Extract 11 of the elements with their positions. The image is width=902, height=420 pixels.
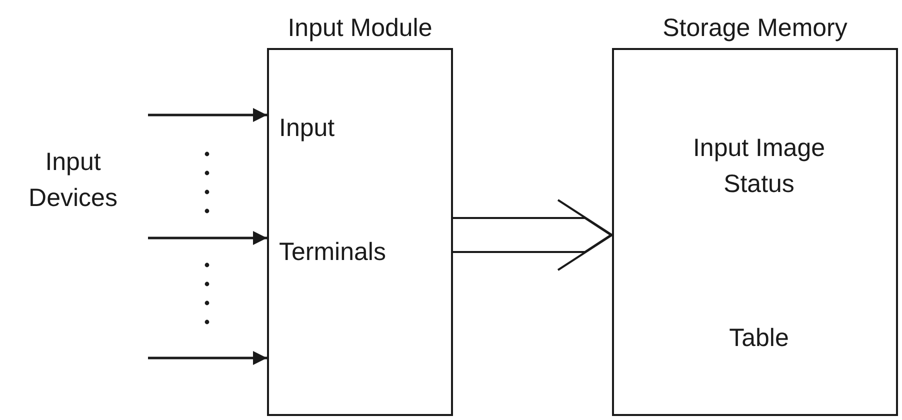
box-heading: Storage Memory <box>662 14 848 43</box>
box-text: Input <box>279 113 336 144</box>
arrow <box>148 351 267 365</box>
double-arrow <box>452 199 613 271</box>
device-label: Input Devices <box>28 147 118 214</box>
box-text: Input Image Status <box>692 133 826 200</box>
box-text: Terminals <box>279 237 387 268</box>
box-heading: Input Module <box>286 14 434 43</box>
box-text: Table <box>728 323 790 354</box>
arrow <box>148 231 267 245</box>
arrow <box>148 108 267 122</box>
